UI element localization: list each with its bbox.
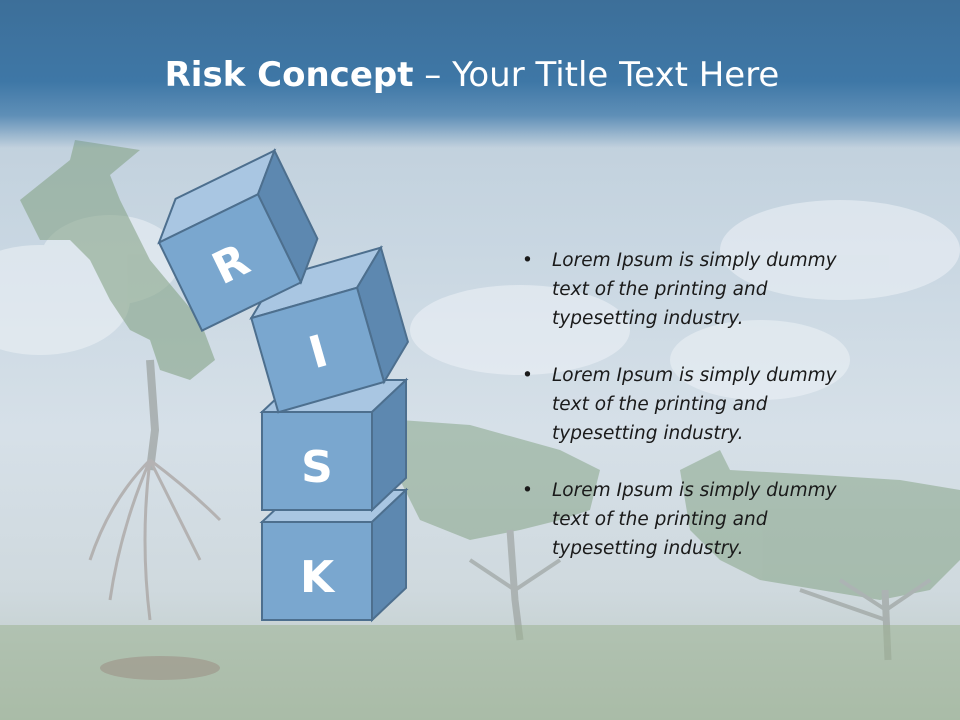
block-s-letter: S: [301, 442, 333, 493]
bullet-dot: •: [522, 365, 533, 386]
bullet-dot: •: [522, 480, 533, 501]
title-rest: – Your Title Text Here: [413, 55, 780, 95]
bullet-text: Lorem Ipsum is simply dummy text of the …: [552, 480, 837, 559]
page-title: Risk Concept – Your Title Text Here: [0, 52, 944, 98]
bullet-text: Lorem Ipsum is simply dummy text of the …: [552, 365, 837, 444]
bullet-item: • Lorem Ipsum is simply dummy text of the…: [522, 246, 852, 333]
block-k-letter: K: [300, 552, 336, 603]
bullet-dot: •: [522, 250, 533, 271]
bullet-item: • Lorem Ipsum is simply dummy text of the…: [522, 361, 852, 448]
bullet-item: • Lorem Ipsum is simply dummy text of the…: [522, 476, 852, 563]
tree-left: [20, 140, 222, 621]
header-bar: [0, 0, 960, 148]
bullet-list: • Lorem Ipsum is simply dummy text of the…: [522, 246, 852, 591]
block-i: I: [249, 245, 409, 414]
soil-patch: [100, 656, 220, 680]
risk-block-stack: K S I R: [157, 148, 409, 623]
title-bold: Risk Concept: [164, 55, 414, 95]
block-r: R: [157, 148, 319, 332]
bullet-text: Lorem Ipsum is simply dummy text of the …: [552, 250, 837, 329]
